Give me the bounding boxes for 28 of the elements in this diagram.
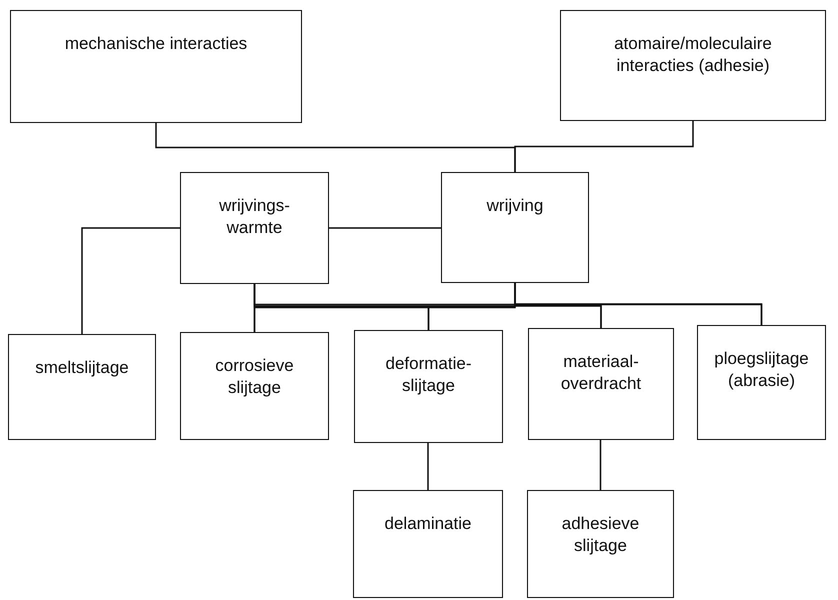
box-label: delaminatie	[384, 513, 472, 535]
process-box	[180, 332, 329, 440]
box-label: ploegslijtage (abrasie)	[713, 348, 810, 392]
box-label: smeltslijtage	[35, 357, 129, 379]
process-box	[528, 328, 674, 440]
connector-line	[329, 227, 441, 229]
process-box	[353, 490, 503, 598]
connector-line	[514, 283, 762, 325]
process-box	[560, 10, 826, 121]
process-box	[697, 325, 826, 440]
process-box	[441, 172, 589, 283]
box-label: corrosieve slijtage	[214, 355, 295, 400]
box-label: adhesieve slijtage	[560, 513, 640, 558]
process-box	[180, 172, 329, 284]
box-label: mechanische interacties	[64, 33, 248, 55]
process-box	[8, 334, 156, 440]
box-label: wrijvings- warmte	[218, 195, 291, 240]
connector-line	[81, 227, 180, 334]
connector-line	[427, 443, 429, 490]
box-label: wrijving	[486, 195, 544, 217]
box-label: materiaal- overdracht	[560, 351, 642, 396]
box-label: atomaire/moleculaire interacties (adhesie)	[613, 33, 773, 78]
process-box	[354, 330, 503, 443]
process-box	[527, 490, 674, 598]
connector-line	[600, 440, 602, 490]
connector-line	[514, 121, 694, 172]
box-label: deformatie- slijtage	[384, 353, 472, 398]
process-box	[10, 10, 302, 123]
